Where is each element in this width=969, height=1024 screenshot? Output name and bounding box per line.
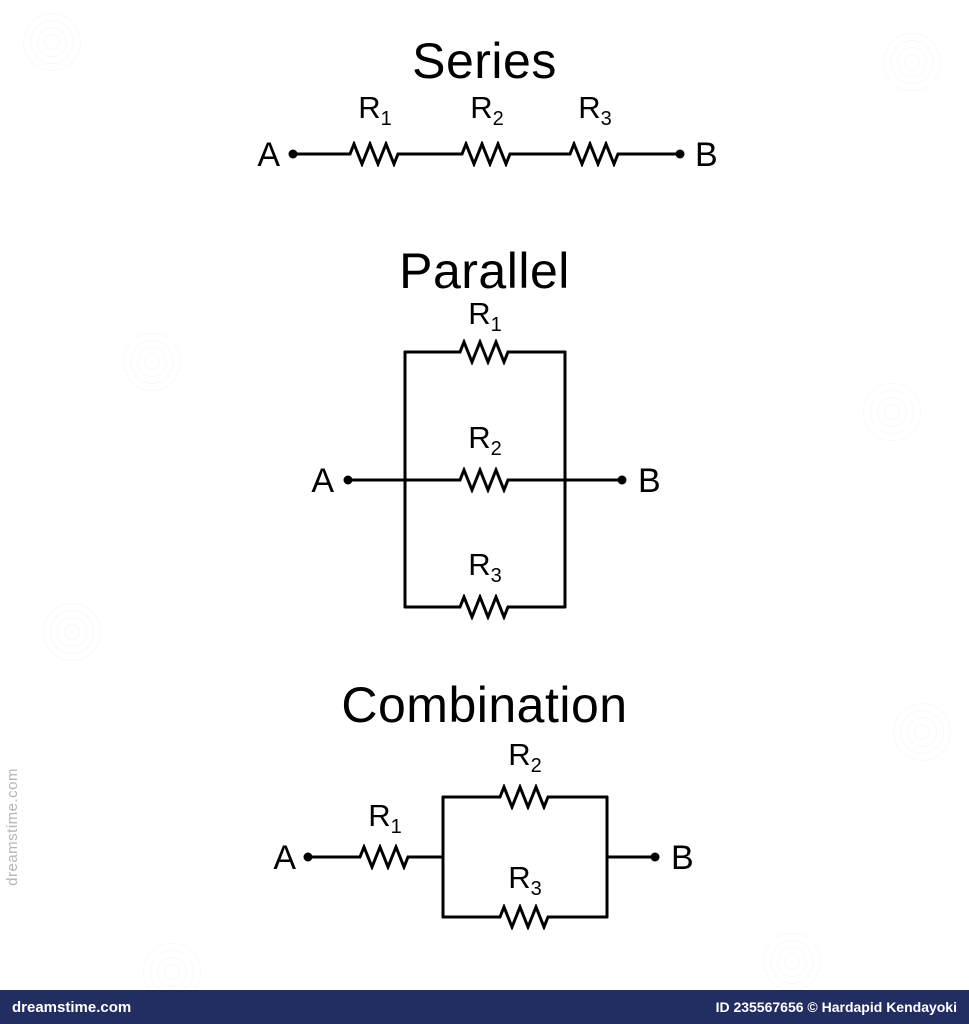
combination-title: Combination <box>341 677 628 733</box>
series-resistor-r3 <box>564 142 626 166</box>
combination-resistor-r3 <box>494 905 556 929</box>
combination-r2-label: R2 <box>508 737 542 777</box>
combination-terminal-b-label: B <box>671 839 694 877</box>
parallel-terminal-b-label: B <box>638 462 661 500</box>
parallel-title: Parallel <box>399 243 570 299</box>
series-resistor-r1 <box>344 142 406 166</box>
combination-terminal-a-dot <box>303 852 313 862</box>
combination-circuit-diagram: R2 R1 R3 A B <box>273 737 694 929</box>
series-terminal-b-dot <box>675 149 685 159</box>
series-r1-label: R1 <box>358 90 392 130</box>
combination-resistor-r2 <box>494 785 556 809</box>
parallel-circuit-diagram: R1 R2 R3 A B <box>311 300 661 619</box>
parallel-terminal-a-dot <box>343 475 353 485</box>
parallel-resistor-r1 <box>454 340 516 364</box>
parallel-resistor-r2 <box>454 468 516 492</box>
parallel-r1-label: R1 <box>468 300 502 336</box>
series-terminal-a-dot <box>288 149 298 159</box>
parallel-terminal-a-label: A <box>311 462 334 500</box>
footer-credit: ID 235567656 © Hardapid Kendayoki <box>715 999 957 1015</box>
combination-terminal-b-dot <box>650 852 660 862</box>
series-resistor-r2 <box>456 142 518 166</box>
series-terminal-b-label: B <box>695 136 718 174</box>
parallel-r3-label: R3 <box>468 547 502 587</box>
parallel-resistor-r3 <box>454 595 516 619</box>
series-r3-label: R3 <box>578 90 612 130</box>
parallel-terminal-b-dot <box>617 475 627 485</box>
series-terminal-a-label: A <box>257 136 280 174</box>
combination-rails <box>441 795 609 919</box>
footer-brand: dreamstime.com <box>12 998 132 1016</box>
combination-resistor-r1 <box>354 845 416 869</box>
combination-r1-label: R1 <box>368 798 402 838</box>
series-r2-label: R2 <box>470 90 504 130</box>
combination-r3-label: R3 <box>508 860 542 900</box>
series-circuit-diagram: R1 R2 R3 A B <box>257 90 718 174</box>
series-title: Series <box>412 33 557 89</box>
parallel-r2-label: R2 <box>468 420 502 460</box>
combination-terminal-a-label: A <box>273 839 296 877</box>
footer-bar: dreamstime.com ID 235567656 © Hardapid K… <box>0 990 969 1024</box>
